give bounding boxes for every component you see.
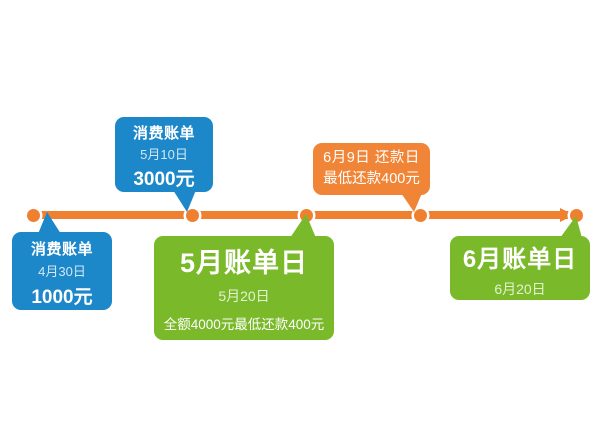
card-detail: 最低还款400元 bbox=[323, 171, 420, 188]
card-consumption-bill-april[interactable]: 消费账单 4月30日 1000元 bbox=[12, 212, 112, 310]
card-title: 消费账单 bbox=[30, 241, 93, 258]
card-date: 5月20日 bbox=[218, 287, 270, 304]
card-statement-day-june[interactable]: 6月账单日 6月20日 bbox=[450, 216, 590, 300]
card-statement-day-may[interactable]: 5月账单日 5月20日 全额4000元最低还款400元 bbox=[154, 214, 334, 340]
card-title: 6月9日 还款日 bbox=[323, 150, 420, 166]
card-detail: 全额4000元最低还款400元 bbox=[163, 317, 325, 333]
card-date: 5月10日 bbox=[140, 146, 188, 162]
callout-tail-up-icon bbox=[38, 212, 61, 234]
card-date: 4月30日 bbox=[38, 263, 86, 279]
callout-tail-up-icon bbox=[560, 216, 582, 238]
card-title: 5月账单日 bbox=[179, 248, 309, 278]
card-title: 消费账单 bbox=[132, 125, 195, 142]
callout-tail-up-icon bbox=[290, 214, 316, 238]
card-consumption-bill-may[interactable]: 消费账单 5月10日 3000元 bbox=[115, 117, 213, 212]
card-title: 6月账单日 bbox=[462, 246, 578, 273]
callout-tail-down-icon bbox=[401, 193, 422, 212]
card-amount: 3000元 bbox=[133, 169, 195, 190]
callout-tail-down-icon bbox=[173, 190, 196, 212]
card-repayment-day[interactable]: 6月9日 还款日 最低还款400元 bbox=[313, 143, 430, 212]
timeline-node-apr-30[interactable] bbox=[26, 208, 40, 222]
card-amount: 1000元 bbox=[31, 287, 93, 308]
card-date: 6月20日 bbox=[494, 281, 546, 297]
